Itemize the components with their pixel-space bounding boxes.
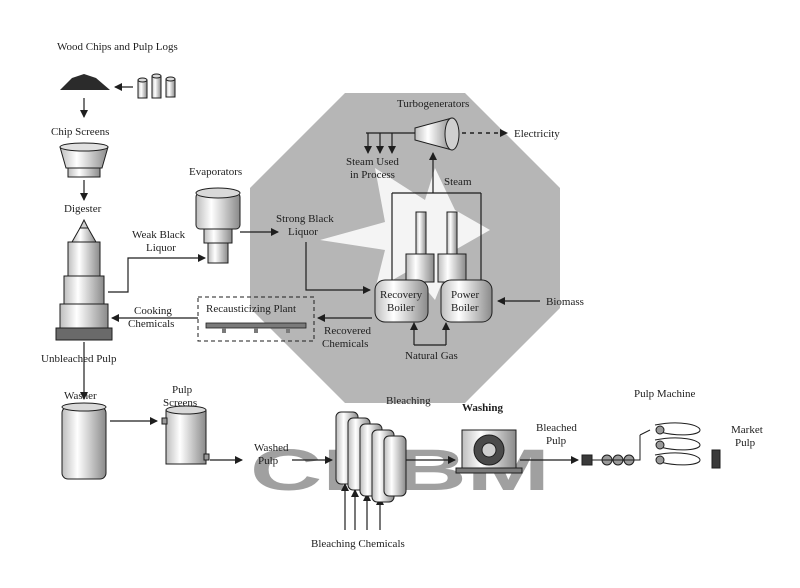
wood-chip-pile-icon [60, 74, 110, 90]
label-unbleached-pulp: Unbleached Pulp [41, 353, 117, 365]
label-pulp-screens-1: Pulp [172, 384, 193, 396]
label-power-1: Power [451, 289, 479, 301]
washer-icon [61, 402, 107, 480]
pulp-logs-icon [137, 73, 176, 99]
label-digester: Digester [64, 203, 102, 215]
label-bleaching-chemicals: Bleaching Chemicals [311, 538, 405, 550]
flow-arrows [80, 83, 579, 530]
labels: Wood Chips and Pulp Logs Chip Screens Di… [41, 41, 763, 550]
pulp-screens-icon [161, 405, 210, 465]
pulp-machine-icon [581, 422, 721, 469]
label-biomass: Biomass [546, 296, 584, 308]
label-washing: Washing [462, 402, 503, 414]
label-market-2: Pulp [735, 437, 756, 449]
label-recovery-1: Recovery [380, 289, 423, 301]
label-steam-used-2: in Process [350, 169, 395, 181]
bleaching-towers-icon [335, 411, 407, 503]
label-recausticizing: Recausticizing Plant [206, 303, 296, 315]
recausticizing-plant-icon [197, 296, 315, 342]
label-market-1: Market [731, 424, 763, 436]
label-power-2: Boiler [451, 302, 479, 314]
label-strong-black-2: Liquor [288, 226, 318, 238]
label-evaporators: Evaporators [189, 166, 242, 178]
label-recovery-2: Boiler [387, 302, 415, 314]
label-bleached-2: Pulp [546, 435, 567, 447]
label-recovered-2: Chemicals [322, 338, 368, 350]
label-chip-screens: Chip Screens [51, 126, 109, 138]
label-washed-1: Washed [254, 442, 289, 454]
chip-screens-icon [59, 142, 109, 178]
label-strong-black-1: Strong Black [276, 213, 334, 225]
evaporators-icon [195, 187, 241, 264]
arrow-strong-to-recovery [305, 242, 371, 294]
label-wood-chips: Wood Chips and Pulp Logs [57, 41, 178, 53]
label-bleached-1: Bleached [536, 422, 577, 434]
label-weak-black-1: Weak Black [132, 229, 186, 241]
digester-icon [55, 218, 113, 341]
label-pulp-screens-2: Screens [163, 397, 197, 409]
label-turbogenerators: Turbogenerators [397, 98, 469, 110]
label-weak-black-2: Liquor [146, 242, 176, 254]
label-washed-2: Pulp [258, 455, 279, 467]
arrow-weak-black-liquor [108, 254, 206, 293]
label-steam-used-1: Steam Used [346, 156, 399, 168]
recovery-boiler-icon [374, 211, 435, 323]
label-cooking-1: Cooking [134, 305, 172, 317]
label-natural-gas: Natural Gas [405, 350, 458, 362]
label-steam: Steam [444, 176, 472, 188]
power-boiler-icon [437, 211, 493, 323]
label-recovered-1: Recovered [324, 325, 372, 337]
turbogenerator-icon [414, 117, 460, 151]
label-washer: Washer [64, 390, 97, 402]
label-bleaching: Bleaching [386, 395, 431, 407]
label-electricity: Electricity [514, 128, 560, 140]
label-pulp-machine: Pulp Machine [634, 388, 696, 400]
label-cooking-2: Chemicals [128, 318, 174, 330]
washing-drum-icon [455, 429, 523, 474]
